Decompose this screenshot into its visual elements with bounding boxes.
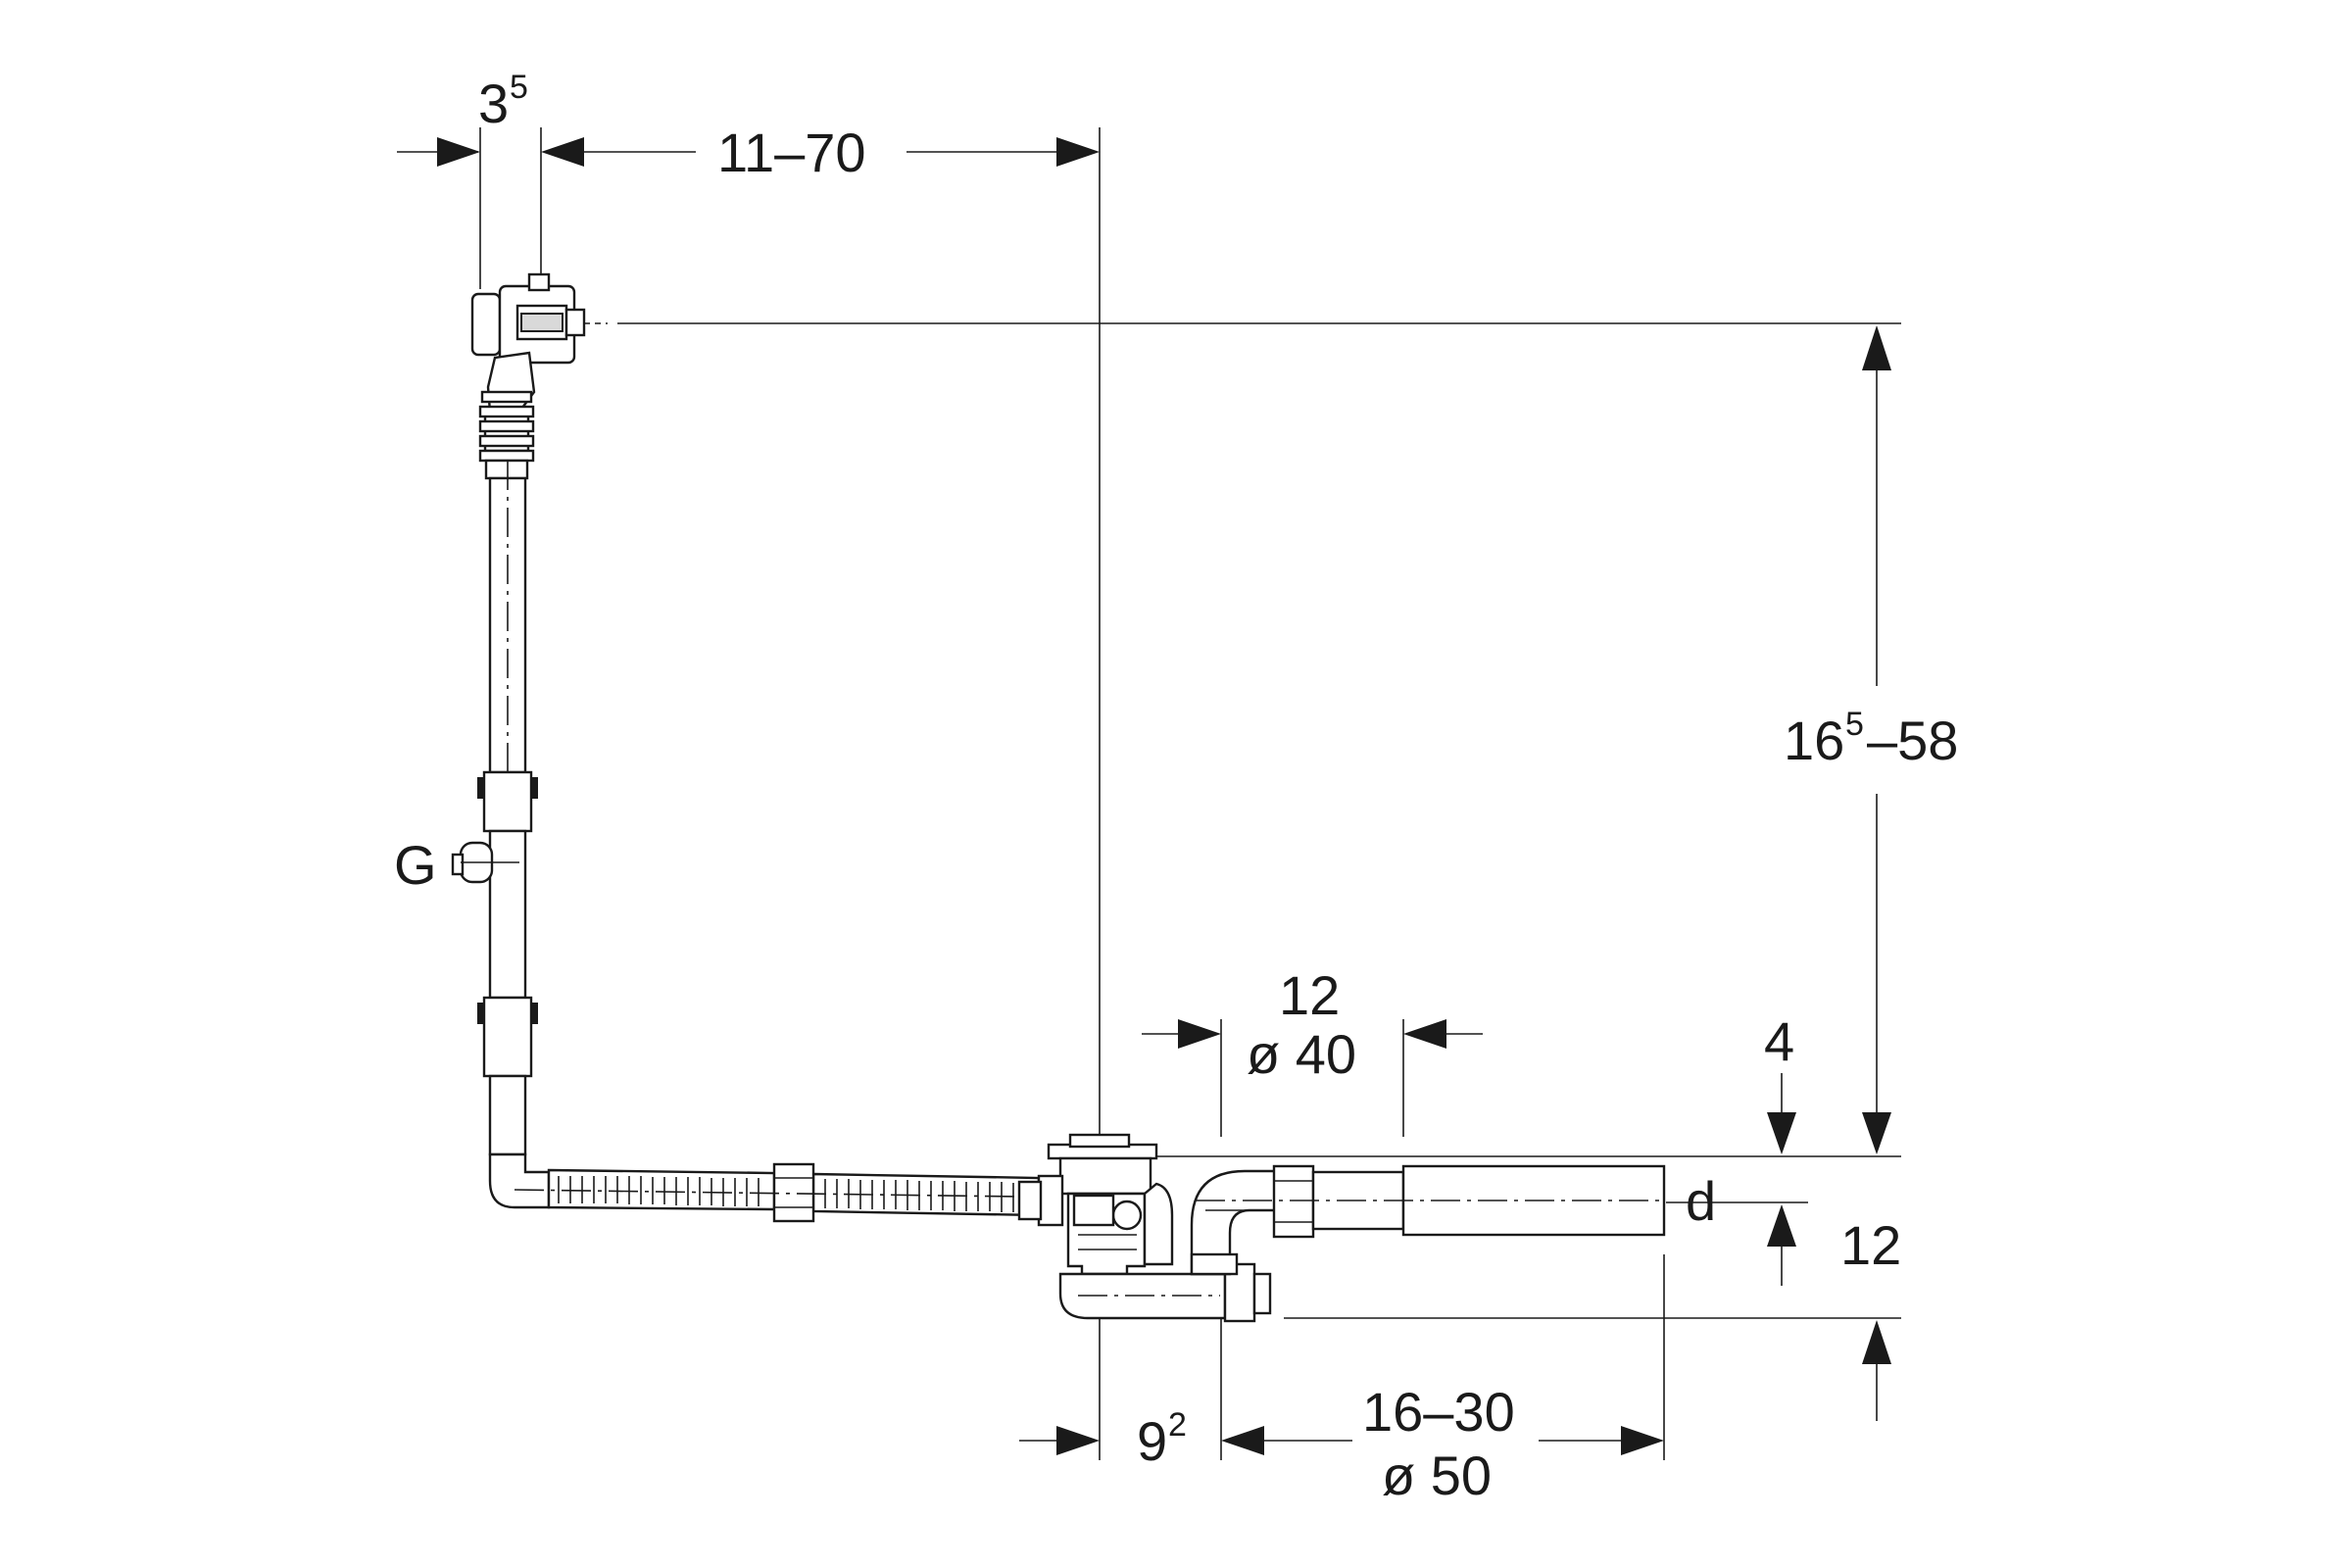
dim-16-5-rest: –58	[1867, 710, 1958, 771]
overflow-fitting	[470, 272, 608, 480]
dim-12-right: 12	[1840, 1214, 1901, 1276]
dim-9-2-main: 9	[1137, 1410, 1167, 1472]
dim-diameter-40: ø 40	[1247, 1023, 1356, 1085]
dimension-bottom-arrow	[1862, 1320, 1891, 1421]
overflow-ribs	[478, 390, 535, 463]
dim-12-top: 12	[1279, 964, 1340, 1026]
dimension-16-30	[1221, 1426, 1664, 1455]
dim-16-5-sup: 5	[1845, 706, 1864, 743]
extension-lines	[479, 127, 1901, 1460]
dimension-12-right	[1767, 1204, 1796, 1286]
dim-11-70: 11–70	[717, 122, 866, 183]
drain-body	[1017, 1133, 1227, 1320]
dimension-12-top	[1142, 1019, 1483, 1049]
dim-3-5-sup: 5	[510, 69, 528, 106]
dimension-labels: 3 5 11–70 16 5 –58 12 ø 40 4 12 9 2 16–3…	[394, 69, 1958, 1506]
vertical-overflow-pipe	[451, 461, 551, 1209]
dimension-3-5	[397, 137, 584, 167]
dimension-9-2	[1019, 1426, 1100, 1455]
dim-16-30: 16–30	[1362, 1381, 1515, 1443]
dimension-16-5-58	[1862, 325, 1891, 1154]
label-g: G	[394, 834, 437, 896]
dim-4: 4	[1764, 1010, 1794, 1072]
dimension-11-70	[584, 137, 1100, 167]
trap-riser	[1190, 1169, 1286, 1323]
dimension-4	[1767, 1073, 1796, 1154]
dim-9-2-sup: 2	[1168, 1406, 1187, 1444]
dim-16-5-main: 16	[1784, 710, 1844, 771]
outlet-pipe	[1196, 1164, 1666, 1239]
dim-diameter-50: ø 50	[1382, 1445, 1492, 1506]
dim-3-5-main: 3	[478, 73, 509, 134]
label-d: d	[1686, 1170, 1716, 1232]
flexible-hose	[514, 1162, 1089, 1223]
